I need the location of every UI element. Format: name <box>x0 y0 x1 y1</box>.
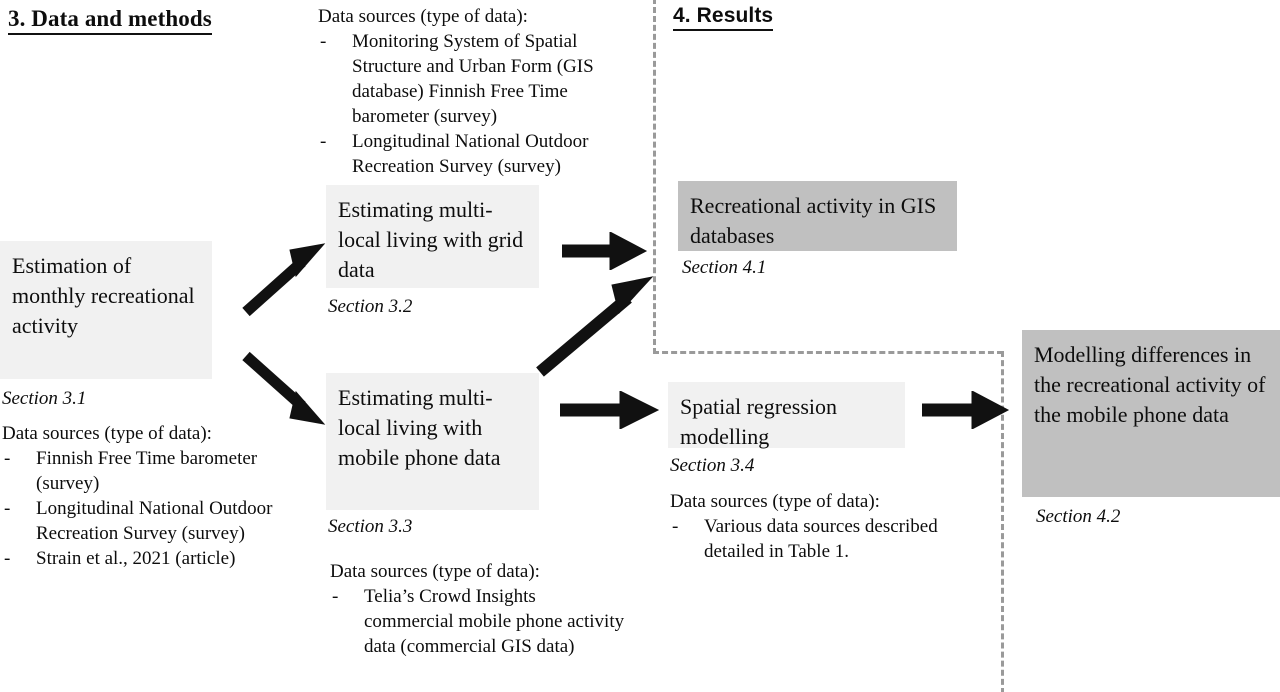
data-sources-bottom-center-title: Data sources (type of data): <box>330 561 540 582</box>
bullet-dash: - <box>4 498 11 520</box>
section-label-3-2: Section 3.2 <box>328 296 413 317</box>
data-sources-bottom-left-title: Data sources (type of data): <box>2 423 212 444</box>
results-region-bottom-border <box>653 351 1003 354</box>
box-recreational-activity-gis-databases[interactable]: Recreational activity in GIS databases <box>678 181 957 251</box>
bullet-dash: - <box>320 131 327 153</box>
list-item-text: Telia’s Crowd Insights commercial mobile… <box>364 586 625 658</box>
section-label-3-1: Section 3.1 <box>2 388 87 409</box>
list-item-text: Longitudinal National Outdoor Recreation… <box>36 498 273 545</box>
data-sources-regression-title: Data sources (type of data): <box>670 491 880 512</box>
box-estimation-label: Estimation of monthly recreational activ… <box>12 253 195 338</box>
bullet-dash: - <box>4 548 11 570</box>
data-sources-top-center-title: Data sources (type of data): <box>318 6 528 27</box>
heading-results: 4. Results <box>673 4 774 31</box>
data-sources-regression-list: - Various data sources described detaile… <box>670 514 980 564</box>
arrow-estimation-to-mobile <box>242 351 326 425</box>
section-label-4-1: Section 4.1 <box>682 257 767 278</box>
arrow-mobile-to-gis-results <box>536 276 654 377</box>
list-item-text: Strain et al., 2021 (article) <box>36 548 236 570</box>
heading-data-and-methods: 3. Data and methods <box>8 6 212 35</box>
box-mobile-label: Estimating multi-local living with mobil… <box>338 385 501 470</box>
results-region-left-border <box>653 0 656 354</box>
list-item: - Strain et al., 2021 (article) <box>2 546 284 571</box>
data-sources-bottom-left-list: - Finnish Free Time barometer (survey) -… <box>2 446 284 571</box>
arrow-estimation-to-grid <box>242 243 326 317</box>
data-sources-bottom-center-list: - Telia’s Crowd Insights commercial mobi… <box>330 584 630 659</box>
box-estimating-mobile-phone-data[interactable]: Estimating multi-local living with mobil… <box>326 373 539 510</box>
section-label-4-2: Section 4.2 <box>1036 506 1121 527</box>
data-sources-top-center-list: - Monitoring System of Spatial Structure… <box>318 29 630 179</box>
data-sources-top-center: Data sources (type of data): - Monitorin… <box>318 4 630 180</box>
list-item: - Monitoring System of Spatial Structure… <box>318 29 630 129</box>
bullet-dash: - <box>672 516 679 538</box>
box-estimation-monthly-recreational-activity[interactable]: Estimation of monthly recreational activ… <box>0 241 212 379</box>
box-modelling-results-label: Modelling differences in the recreationa… <box>1034 342 1266 427</box>
list-item: - Longitudinal National Outdoor Recreati… <box>318 129 630 179</box>
data-sources-bottom-left: Data sources (type of data): - Finnish F… <box>2 421 284 571</box>
list-item-text: Various data sources described detailed … <box>704 516 938 563</box>
heading-data-and-methods-label: 3. Data and methods <box>8 6 212 35</box>
section-label-3-3: Section 3.3 <box>328 516 413 537</box>
data-sources-bottom-center: Data sources (type of data): - Telia’s C… <box>330 559 630 659</box>
list-item: - Various data sources described detaile… <box>670 514 980 564</box>
results-region-right-border <box>1001 351 1004 692</box>
list-item: - Longitudinal National Outdoor Recreati… <box>2 496 284 546</box>
list-item-text: Finnish Free Time barometer (survey) <box>36 448 258 495</box>
box-grid-label: Estimating multi-local living with grid … <box>338 197 524 282</box>
section-label-3-4: Section 3.4 <box>670 455 755 476</box>
bullet-dash: - <box>4 448 11 470</box>
bullet-dash: - <box>320 31 327 53</box>
arrow-regression-to-modelling-results <box>922 391 1010 429</box>
box-spatial-regression-modelling[interactable]: Spatial regression modelling <box>668 382 905 449</box>
heading-results-label: 4. Results <box>673 4 774 31</box>
bullet-dash: - <box>332 586 339 608</box>
list-item: - Telia’s Crowd Insights commercial mobi… <box>330 584 630 659</box>
arrow-mobile-to-regression <box>560 391 660 429</box>
list-item-text: Longitudinal National Outdoor Recreation… <box>352 131 589 178</box>
box-estimating-grid-data[interactable]: Estimating multi-local living with grid … <box>326 185 539 288</box>
box-gis-results-label: Recreational activity in GIS databases <box>690 193 937 248</box>
list-item: - Finnish Free Time barometer (survey) <box>2 446 284 496</box>
arrow-grid-to-gis-results <box>562 232 648 270</box>
data-sources-regression: Data sources (type of data): - Various d… <box>670 489 980 564</box>
box-regression-label: Spatial regression modelling <box>680 394 838 449</box>
list-item-text: Monitoring System of Spatial Structure a… <box>352 31 594 128</box>
box-modelling-differences[interactable]: Modelling differences in the recreationa… <box>1022 330 1280 497</box>
